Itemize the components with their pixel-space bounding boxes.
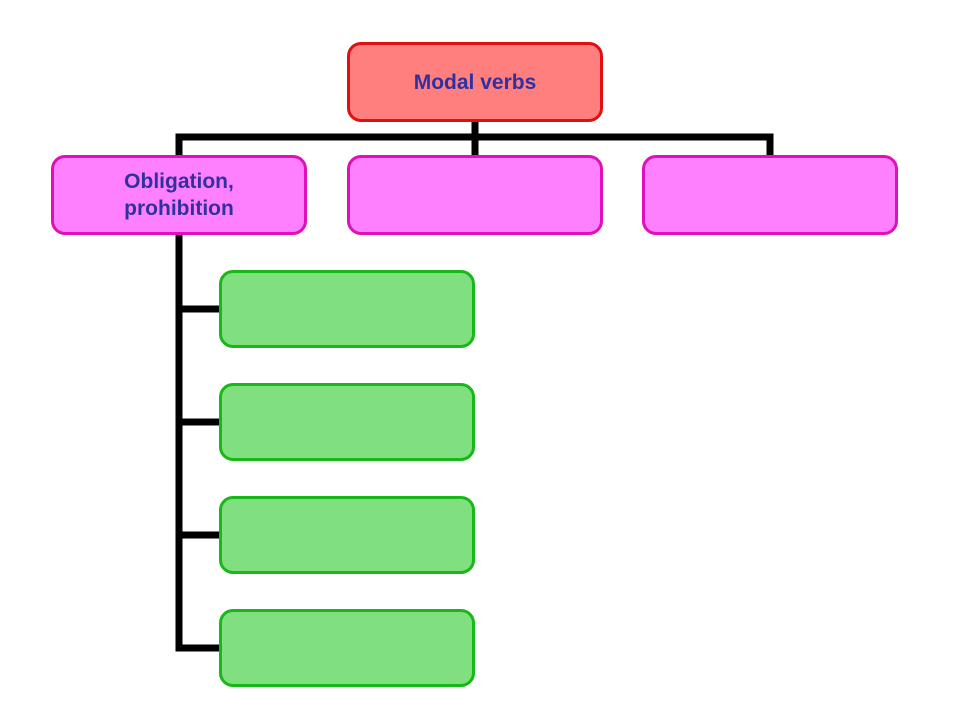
sub-node-3: [219, 496, 475, 574]
root-node-label: Modal verbs: [413, 70, 537, 94]
root-node-modal-verbs: Modal verbs: [347, 42, 603, 122]
sub-node-4: [219, 609, 475, 687]
sub-node-2: [219, 383, 475, 461]
category-node-3: [642, 155, 898, 235]
category-node-obligation-prohibition: Obligation, prohibition: [51, 155, 307, 235]
sub-node-1: [219, 270, 475, 348]
category-node-2: [347, 155, 603, 235]
category-node-label: Obligation, prohibition: [124, 170, 234, 220]
